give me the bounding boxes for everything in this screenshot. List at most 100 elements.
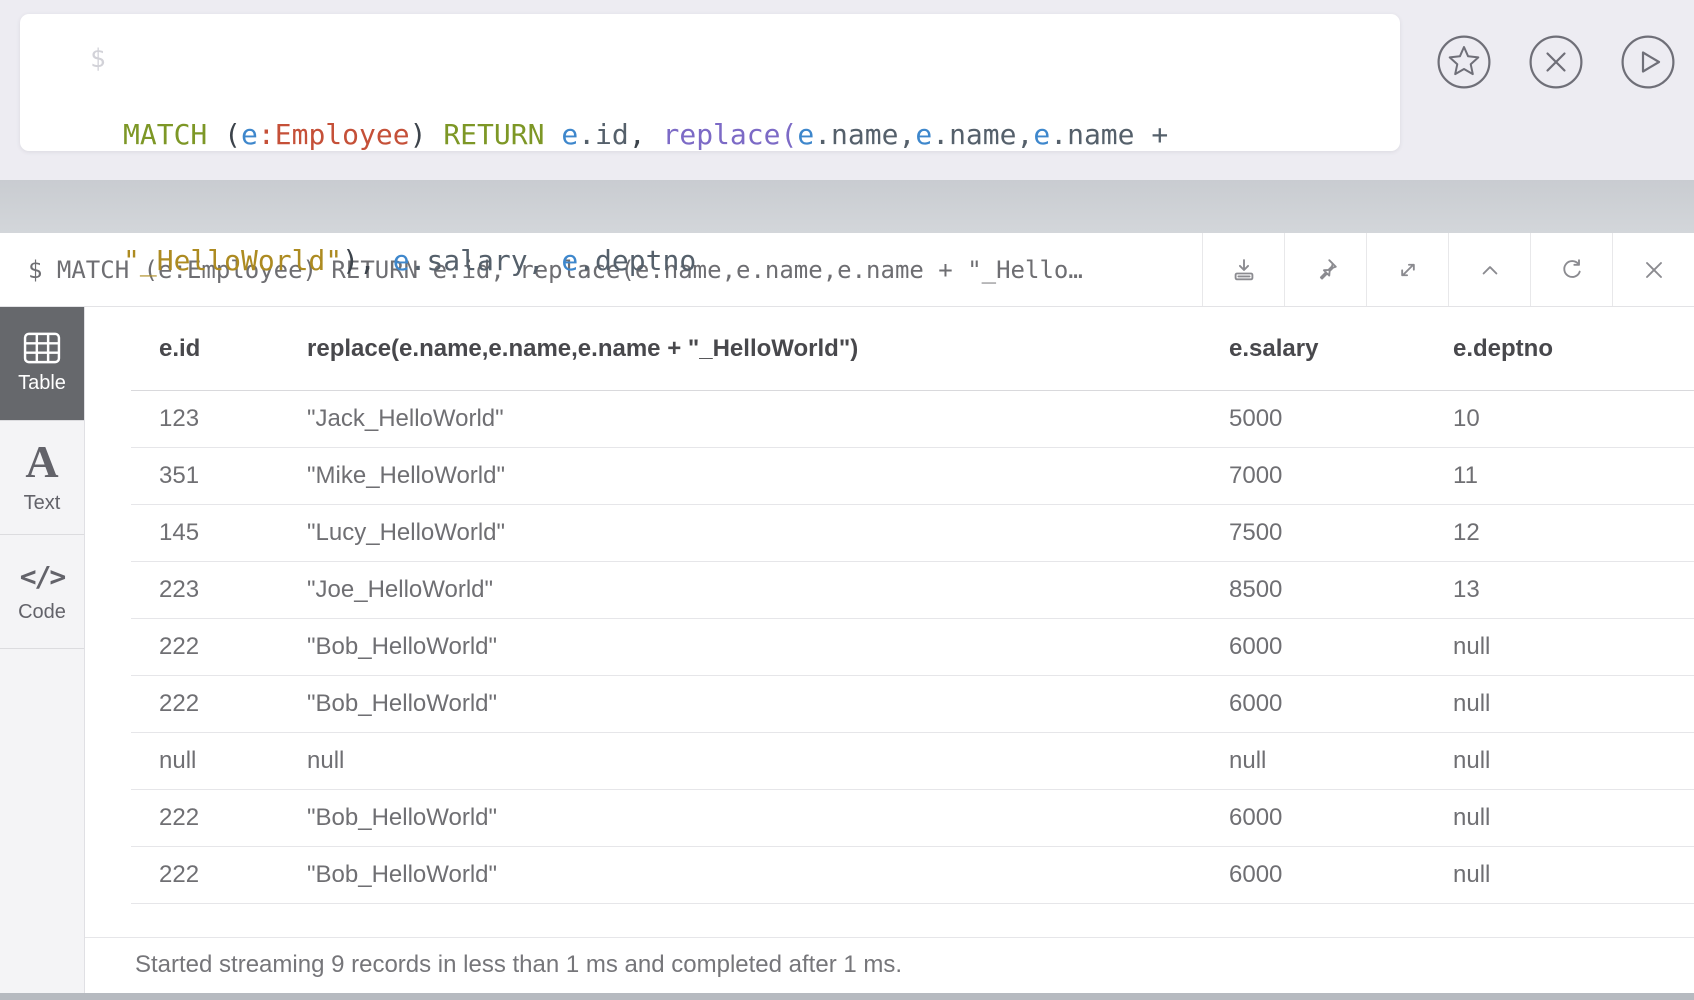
code-token: replace(	[662, 118, 798, 151]
table-cell: 223	[131, 561, 306, 619]
view-sidebar: Table A Text </> Code	[0, 307, 85, 993]
text-serif-a-icon: A	[25, 436, 59, 487]
download-button[interactable]	[1202, 233, 1284, 306]
favorite-button[interactable]	[1437, 35, 1491, 89]
code-token	[426, 118, 443, 151]
editor-prompt: $	[90, 44, 106, 74]
table-cell: 145	[131, 504, 306, 562]
code-token: .name	[932, 118, 1017, 151]
code-token: ),	[342, 244, 393, 277]
stream-scroll-gutter	[0, 180, 1694, 233]
table-cell: 222	[131, 789, 306, 847]
table-grid-icon	[23, 332, 61, 364]
table-cell: 7000	[1228, 447, 1452, 505]
table-cell: "Mike_HelloWorld"	[306, 447, 1228, 505]
column-header: e.salary	[1228, 307, 1452, 391]
tab-table-label: Table	[18, 372, 66, 394]
tab-text[interactable]: A Text	[0, 421, 84, 535]
cypher-query-input[interactable]: MATCH (e:Employee) RETURN e.id, replace(…	[123, 30, 1185, 366]
refresh-icon	[1562, 258, 1581, 278]
bottom-strip	[0, 993, 1694, 1000]
column-header: e.id	[131, 307, 306, 391]
code-token: .name	[814, 118, 899, 151]
table-cell: 222	[131, 675, 306, 733]
code-token: e	[561, 244, 579, 277]
frame-toolbar: $ MATCH (e:Employee) RETURN e.id, replac…	[0, 233, 1694, 307]
table-cell: 12	[1452, 504, 1694, 562]
table-cell: "Jack_HelloWorld"	[306, 390, 1228, 448]
collapse-button[interactable]	[1448, 233, 1530, 306]
code-token: .salary	[409, 244, 528, 277]
table-cell: null	[1228, 732, 1452, 790]
code-token: RETURN	[443, 118, 545, 151]
table-cell: "Bob_HelloWorld"	[306, 675, 1228, 733]
table-cell: null	[1452, 846, 1694, 904]
pin-button[interactable]	[1284, 233, 1366, 306]
table-cell: "Lucy_HelloWorld"	[306, 504, 1228, 562]
code-brackets-icon: </>	[19, 559, 67, 593]
query-editor-card[interactable]: $ MATCH (e:Employee) RETURN e.id, replac…	[20, 14, 1400, 277]
download-icon	[1234, 258, 1253, 280]
table-cell: null	[1452, 732, 1694, 790]
code-token: ,	[527, 244, 562, 277]
result-frame: $ MATCH (e:Employee) RETURN e.id, replac…	[0, 233, 1694, 993]
close-icon	[1645, 261, 1662, 278]
frame-query-summary[interactable]: $ MATCH (e:Employee) RETURN e.id, replac…	[28, 255, 1083, 284]
column-header: e.deptno	[1452, 307, 1694, 391]
editor-code-line1: MATCH (e:Employee) RETURN e.id, replace(…	[123, 114, 1185, 156]
query-editor-section: $ MATCH (e:Employee) RETURN e.id, replac…	[0, 0, 1694, 277]
play-icon	[1621, 35, 1675, 89]
fullscreen-button[interactable]	[1366, 233, 1448, 306]
code-token: e	[241, 118, 258, 151]
table-cell: 6000	[1228, 846, 1452, 904]
code-token: :Employee	[257, 118, 410, 151]
tab-code[interactable]: </> Code	[0, 535, 84, 649]
rerun-button[interactable]	[1530, 233, 1612, 306]
code-token: e	[1033, 118, 1051, 151]
code-token: MATCH	[123, 118, 208, 151]
table-cell: 7500	[1228, 504, 1452, 562]
tab-code-label: Code	[18, 600, 66, 623]
star-icon	[1437, 35, 1491, 89]
close-frame-button[interactable]	[1612, 233, 1694, 306]
table-cell: null	[1452, 618, 1694, 676]
code-token	[207, 118, 224, 151]
tab-text-label: Text	[23, 492, 61, 514]
code-token: ,	[898, 118, 916, 151]
tab-table[interactable]: Table	[0, 307, 84, 421]
frame-body: Table A Text </> Code e.id replace(e.na	[0, 307, 1694, 993]
discard-button[interactable]	[1529, 35, 1583, 89]
pin-icon	[1319, 258, 1337, 280]
editor-code-line2: "_HelloWorld"), e.salary, e.deptno	[123, 240, 1185, 282]
run-button[interactable]	[1621, 35, 1675, 89]
table-cell: "Bob_HelloWorld"	[306, 846, 1228, 904]
code-token: e	[561, 118, 579, 151]
table-cell: null	[306, 732, 1228, 790]
code-token: e	[915, 118, 933, 151]
table-cell: 351	[131, 447, 306, 505]
table-cell: 6000	[1228, 789, 1452, 847]
code-token: .deptno	[578, 244, 697, 277]
chevron-up-icon	[1482, 265, 1497, 274]
close-icon	[1529, 35, 1583, 89]
code-token: e	[392, 244, 410, 277]
result-table: e.id replace(e.name,e.name,e.name + "_He…	[131, 307, 1694, 904]
code-token: ,	[628, 118, 663, 151]
table-cell: 6000	[1228, 675, 1452, 733]
code-token: .name	[1050, 118, 1135, 151]
code-token: "_HelloWorld"	[123, 244, 343, 277]
code-token: )	[409, 118, 427, 151]
table-cell: null	[1452, 789, 1694, 847]
table-cell: "Joe_HelloWorld"	[306, 561, 1228, 619]
table-cell: 222	[131, 846, 306, 904]
table-cell: 13	[1452, 561, 1694, 619]
